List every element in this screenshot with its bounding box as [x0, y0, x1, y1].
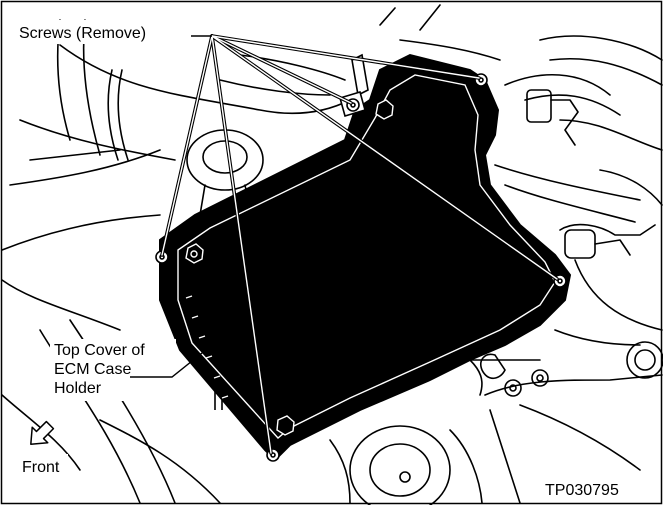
- screw-leader-lines-inner: [161, 35, 558, 454]
- cover-label-line-2: ECM Case: [54, 361, 131, 378]
- front-label-bg: [18, 454, 68, 476]
- screws-label: Screws (Remove): [19, 25, 146, 42]
- screw-head-icon: [266, 448, 280, 462]
- figure-id: TP030795: [545, 482, 619, 499]
- front-label: Front: [22, 459, 60, 476]
- screws-label-bg: [15, 20, 191, 44]
- cover-label-line-3: Holder: [54, 380, 102, 397]
- cover-label-bg: [50, 339, 176, 401]
- ecm-case-top-cover: [159, 53, 572, 462]
- cover-label-line-1: Top Cover of: [54, 342, 145, 359]
- front-direction-arrow-icon: [30, 420, 55, 445]
- figure-id-bg: [541, 477, 659, 499]
- cover-label-leader: [130, 344, 213, 378]
- screw-head-icon: [474, 73, 488, 87]
